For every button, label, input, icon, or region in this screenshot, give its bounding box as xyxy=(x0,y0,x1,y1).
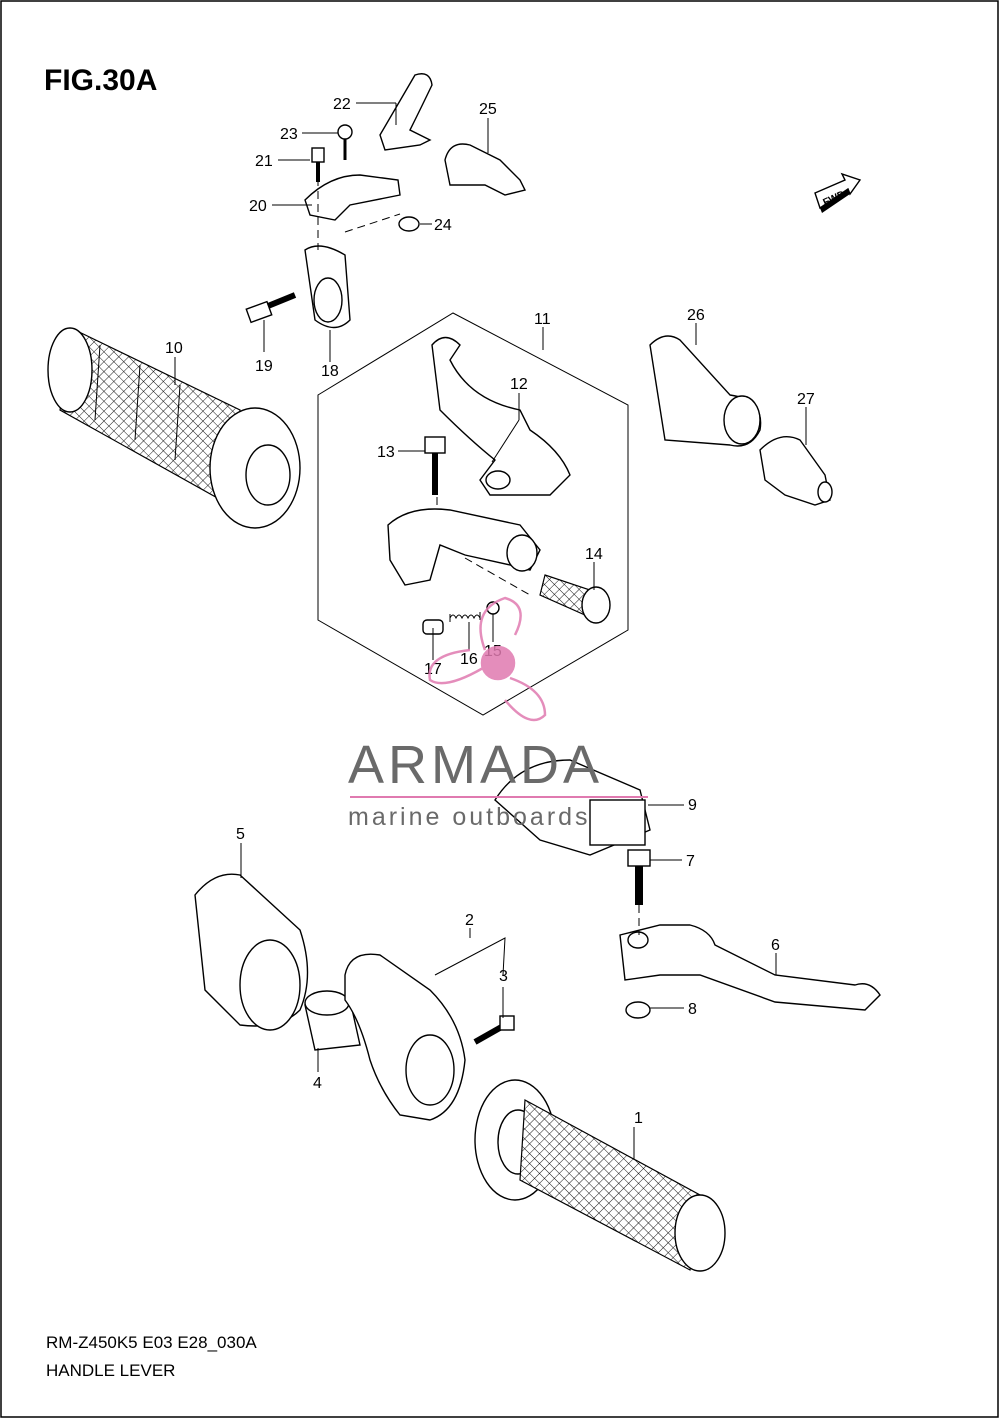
lever-holder xyxy=(387,508,541,586)
figure-caption: HANDLE LEVER xyxy=(46,1361,175,1380)
callout-10: 10 xyxy=(165,340,183,357)
part-22-lever xyxy=(379,73,433,151)
part-7-bolt xyxy=(627,849,651,905)
model-code: RM-Z450K5 E03 E28_030A xyxy=(46,1333,257,1352)
part-9-holder xyxy=(494,759,651,856)
callout-3: 3 xyxy=(499,968,508,985)
callout-1: 1 xyxy=(634,1110,643,1127)
part-14-adjuster xyxy=(539,574,611,624)
callout-labels: 1 2 3 4 5 6 7 8 9 10 11 12 13 14 15 16 1… xyxy=(165,96,815,1127)
part-12-lever xyxy=(431,336,571,496)
part-16-spring xyxy=(449,612,481,622)
callout-9: 9 xyxy=(688,797,697,814)
callout-13: 13 xyxy=(377,444,395,461)
assembly-guides xyxy=(317,165,640,935)
part-1-grip xyxy=(474,1079,726,1272)
callout-14: 14 xyxy=(585,546,603,563)
callout-6: 6 xyxy=(771,937,780,954)
callout-5: 5 xyxy=(236,826,245,843)
part-4-collar xyxy=(304,990,361,1051)
callout-2: 2 xyxy=(465,912,474,929)
callout-23: 23 xyxy=(280,126,298,143)
watermark-logo-icon xyxy=(428,596,547,722)
callout-26: 26 xyxy=(687,307,705,324)
callout-20: 20 xyxy=(249,198,267,215)
callout-11: 11 xyxy=(534,311,551,328)
part-5-cover xyxy=(194,873,309,1031)
callout-22: 22 xyxy=(333,96,351,113)
callout-7: 7 xyxy=(686,853,695,870)
part-19-bolt xyxy=(245,292,297,324)
part-10-grip xyxy=(47,327,301,529)
callout-12: 12 xyxy=(510,376,528,393)
part-26-cover xyxy=(649,335,762,447)
watermark-brand: ARMADA xyxy=(348,735,603,795)
callout-18: 18 xyxy=(321,363,339,380)
callout-25: 25 xyxy=(479,101,497,118)
part-24-nut xyxy=(398,216,420,232)
part-3-screw xyxy=(473,1015,515,1045)
callout-27: 27 xyxy=(797,391,815,408)
part-18-clamp xyxy=(304,245,351,329)
watermark-tagline: marine outboards xyxy=(348,803,591,831)
callout-21: 21 xyxy=(255,153,273,170)
part-25-boot xyxy=(444,143,527,196)
part-20-holder xyxy=(304,174,401,221)
fwd-arrow-icon: FWD xyxy=(814,172,862,213)
part-8-nut xyxy=(625,1001,651,1019)
part-27-adjuster xyxy=(759,436,833,506)
callout-16: 16 xyxy=(460,651,478,668)
callout-19: 19 xyxy=(255,358,273,375)
callout-24: 24 xyxy=(434,217,452,234)
callout-4: 4 xyxy=(313,1075,322,1092)
callout-8: 8 xyxy=(688,1001,697,1018)
part-6-lever xyxy=(619,924,881,1011)
part-13-bolt xyxy=(424,436,446,495)
part-2-housing xyxy=(344,953,466,1121)
figure-title: FIG.30A xyxy=(44,64,157,97)
leader-lines xyxy=(174,102,807,1160)
assembly-outline xyxy=(317,312,629,716)
part-23-screw xyxy=(337,124,353,160)
